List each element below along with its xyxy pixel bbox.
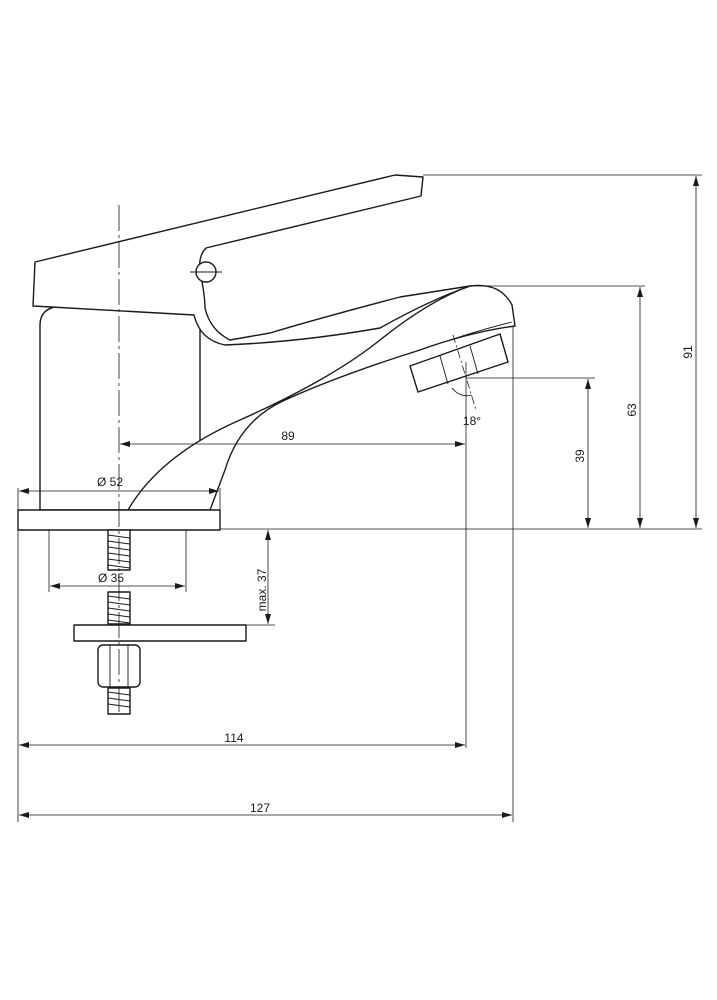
clamp-plate [73,624,247,642]
label-total-length: 127 [250,801,270,815]
label-total-height: 91 [681,345,695,359]
aerator [409,333,509,393]
mounting-assembly [17,509,247,715]
label-spout-height: 63 [625,403,639,417]
center-lines [118,205,477,748]
label-outlet-angle: 18° [463,414,481,428]
label-base-diameter: Ø 52 [97,475,123,489]
dimension-lines [17,174,702,822]
dimension-labels: 91 63 39 89 Ø 52 Ø 35 max. 37 114 127 18… [97,345,695,815]
label-outlet-distance: 114 [224,731,243,745]
label-hole-diameter: Ø 35 [98,571,124,585]
faucet-body [32,174,516,511]
faucet-spout [127,284,516,511]
label-max-deck-thickness: max. 37 [255,568,269,611]
label-outlet-height: 39 [573,449,587,463]
label-spout-reach: 89 [281,429,295,443]
